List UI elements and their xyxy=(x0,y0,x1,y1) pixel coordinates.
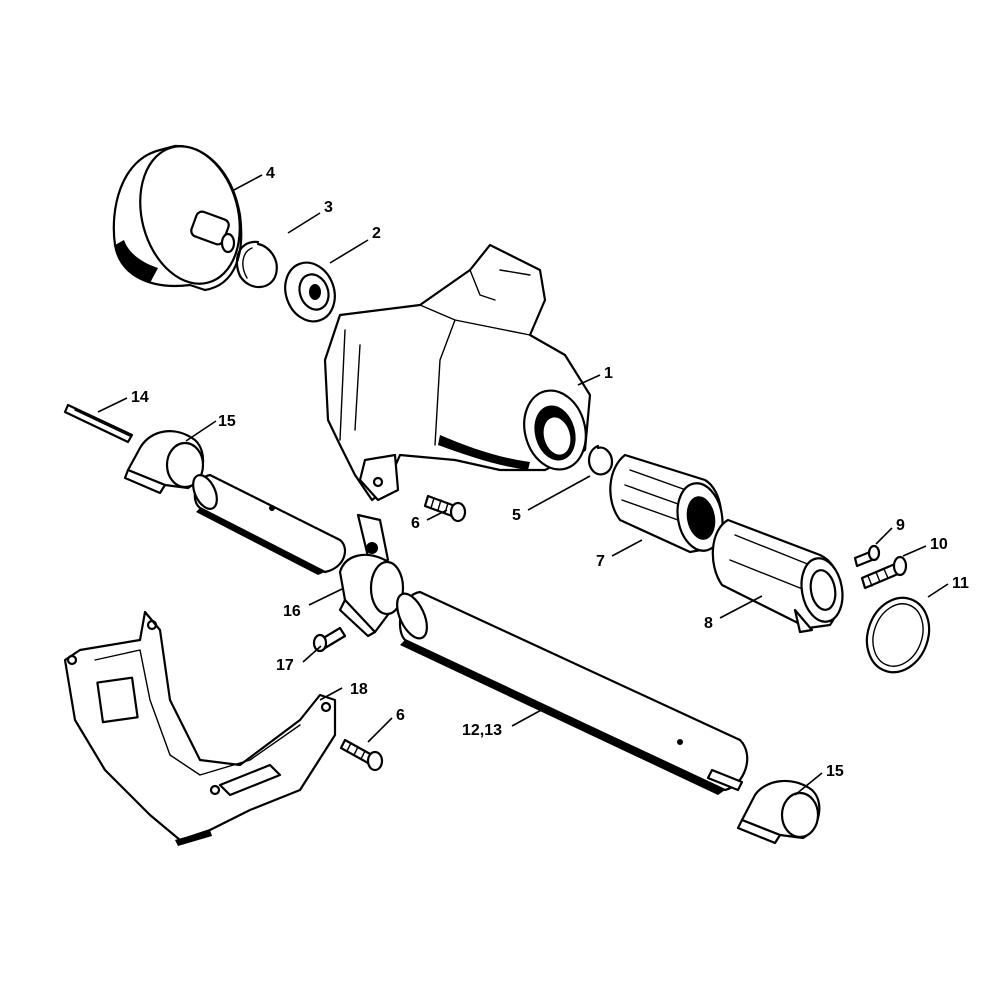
clamp-lower xyxy=(736,779,821,845)
callout-11: 11 xyxy=(952,575,969,592)
leader-6a xyxy=(426,509,448,521)
screw-lower xyxy=(339,738,384,772)
callout-4: 4 xyxy=(266,165,275,182)
callout-15-upper: 15 xyxy=(218,413,236,430)
ball-bearing xyxy=(284,261,336,323)
circlip-large xyxy=(865,596,931,674)
callout-9: 9 xyxy=(896,517,905,534)
tube-adapter xyxy=(711,518,844,634)
leader-lines xyxy=(97,174,949,796)
leader-17 xyxy=(302,645,322,663)
leader-6b xyxy=(367,717,393,743)
callout-17: 17 xyxy=(276,657,294,674)
drive-tube xyxy=(396,590,749,795)
circlip-small xyxy=(235,240,278,289)
leader-10 xyxy=(902,545,927,557)
leader-8 xyxy=(719,595,763,619)
leader-16 xyxy=(308,588,343,606)
callout-5: 5 xyxy=(512,507,521,524)
leader-11 xyxy=(927,583,949,598)
callout-14: 14 xyxy=(131,389,149,406)
callout-1: 1 xyxy=(604,365,613,382)
callout-2: 2 xyxy=(372,225,381,242)
callout-15-lower: 15 xyxy=(826,763,844,780)
leader-15b xyxy=(794,772,823,796)
leader-12-13 xyxy=(511,707,546,727)
bump-guard xyxy=(63,610,337,846)
leader-4 xyxy=(231,174,263,192)
leader-15a xyxy=(185,420,217,442)
leader-9 xyxy=(875,527,893,545)
callout-6-upper: 6 xyxy=(411,515,420,532)
callout-10: 10 xyxy=(930,536,948,553)
callout-12-13: 12,13 xyxy=(462,722,502,739)
callout-18: 18 xyxy=(350,681,368,698)
leader-18 xyxy=(319,687,343,701)
clamp-upper xyxy=(123,430,205,495)
callout-16: 16 xyxy=(283,603,301,620)
leader-5 xyxy=(527,475,591,511)
callout-labels: 1 2 3 4 5 6 7 8 9 10 11 12,13 14 15 15 1… xyxy=(131,165,969,780)
leader-3 xyxy=(287,212,321,234)
screw-bracket xyxy=(312,626,347,653)
leader-1 xyxy=(577,374,601,386)
retaining-ring xyxy=(588,444,614,476)
tube-bracket xyxy=(338,513,405,638)
short-tube xyxy=(192,473,347,575)
clutch-drum xyxy=(112,144,243,292)
callout-3: 3 xyxy=(324,199,333,216)
screw-long xyxy=(860,555,908,590)
callout-6-lower: 6 xyxy=(396,707,405,724)
leader-7 xyxy=(611,539,643,557)
screw-small xyxy=(853,544,881,568)
leader-14 xyxy=(97,397,128,413)
gear-housing xyxy=(323,243,592,502)
leader-2 xyxy=(329,239,369,264)
splined-sleeve xyxy=(609,453,724,554)
callout-7: 7 xyxy=(596,553,605,570)
pin xyxy=(63,403,134,444)
callout-8: 8 xyxy=(704,615,713,632)
screw-upper xyxy=(423,494,467,523)
